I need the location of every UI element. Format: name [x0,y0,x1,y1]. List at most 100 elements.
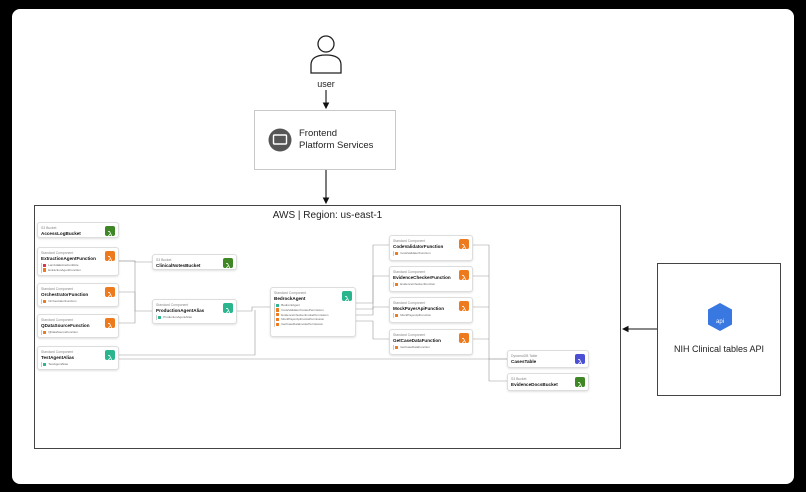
resource-type-icon [276,318,280,322]
lambda-icon [105,318,115,329]
component-type: S3 Bucket [156,258,172,262]
component-type: Standard Component [393,333,426,337]
lambda-icon [459,333,469,344]
aws-region-container: AWS | Region: us-east-1 [34,205,621,449]
resource-type-icon [276,313,280,317]
sub-resource-label: MockPayerApiFunction [400,313,432,317]
bedrock-icon [223,303,233,314]
sub-resource: TestAgentAlias [43,362,68,366]
component-name: TestAgentAlias [41,355,75,360]
component-name: ProductionAgentAlias [156,308,205,313]
component-type: Standard Component [274,291,307,295]
resource-type-icon [395,251,399,255]
sub-resource-label: EvidenceCheckerFunction [400,282,436,286]
resource-type-icon [43,263,47,267]
component-type: Standard Component [393,301,426,305]
component-type: Standard Component [393,270,426,274]
sub-resource-label: CodeValidatorInvokePermission [281,307,324,312]
component-type: Standard Component [41,318,74,322]
resource-type-icon [43,330,47,334]
diagram-canvas: user Frontend Platform Services AWS | Re… [12,9,794,484]
component-name: AccessLogBucket [41,231,81,236]
sub-resource-label: QDataSourceFunction [48,330,78,334]
sub-resource-guide [274,303,275,327]
api-gateway-icon: api [708,303,732,331]
resource-type-icon [395,282,399,286]
sub-resource-label: ProductionAgentAlias [163,315,192,319]
component-name: ClinicalNotesBucket [156,263,201,268]
component-type: DynamoDB Table [511,354,538,358]
sub-resource: CodeValidatorFunction [395,251,430,255]
sub-resource-guide [41,263,42,273]
sub-resource-guide [393,251,394,256]
s3-bucket-icon [105,226,115,237]
resource-type-icon [395,345,399,349]
sub-resource-label: LambdaExtractionRole [48,263,79,267]
sub-resource-label: GetCaseDataFunction [400,345,430,349]
component-type: Standard Component [393,239,426,243]
diagram-edges [118,90,657,382]
api-icon-text: api [716,319,724,325]
resource-type-icon [395,313,399,317]
resource-type-icon [158,315,162,319]
monitor-icon [268,128,292,152]
component-name: ExtractionAgentFunction [41,256,96,261]
component-name: CodeValidatorFunction [393,244,444,249]
bedrock-icon [342,291,352,302]
frontend-title: Frontend [299,128,338,139]
frontend-platform-services[interactable]: Frontend Platform Services [254,110,396,170]
resource-type-icon [43,299,47,303]
resource-type-icon [276,303,280,307]
lambda-icon [459,239,469,250]
lambda-icon [459,301,469,312]
dynamodb-icon [575,354,585,365]
component-name: CasesTable [511,359,537,364]
s3-bucket-icon [223,258,233,269]
lambda-icon [459,270,469,281]
component-type: Standard Component [41,350,74,354]
sub-resource-label: GetCaseDataInvokePermission [281,322,324,327]
resource-type-icon [276,322,280,326]
component-type: S3 Bucket [41,226,57,230]
component-name: OrchestratorFunction [41,292,89,297]
sub-resource-label: CodeValidatorFunction [400,251,431,255]
component-type: Standard Component [41,287,74,291]
resource-type-icon [276,308,280,312]
sub-resource-guide [41,330,42,335]
region-title: AWS | Region: us-east-1 [272,210,383,221]
sub-resource: ProductionAgentAlias [158,315,192,319]
component-type: Standard Component [41,251,74,255]
sub-resource: OrchestratorFunction [43,299,76,303]
component-name: EvidenceDocsBucket [511,382,558,387]
bedrock-icon [105,350,115,361]
component-name: QDataSourceFunction [41,323,90,328]
sub-resource-label: BedrockAgent [281,303,301,307]
sub-resource: EvidenceCheckerInvokePermission [276,313,328,317]
resource-type-icon [43,268,47,272]
nih-clinical-tables-api[interactable]: api NIH Clinical tables API [657,263,781,396]
lambda-icon [105,251,115,262]
component-name: EvidenceCheckerFunction [393,275,451,280]
sub-resource-guide [41,362,42,367]
sub-resource-label: MockPayerApiInvokePermission [281,317,325,322]
component-type: S3 Bucket [511,377,527,381]
s3-bucket-icon [575,377,585,388]
user-label: user [317,79,335,89]
sub-resource: MockPayerApiInvokePermission [276,317,324,321]
sub-resource: GetCaseDataInvokePermission [276,322,323,326]
user-icon [310,35,342,74]
